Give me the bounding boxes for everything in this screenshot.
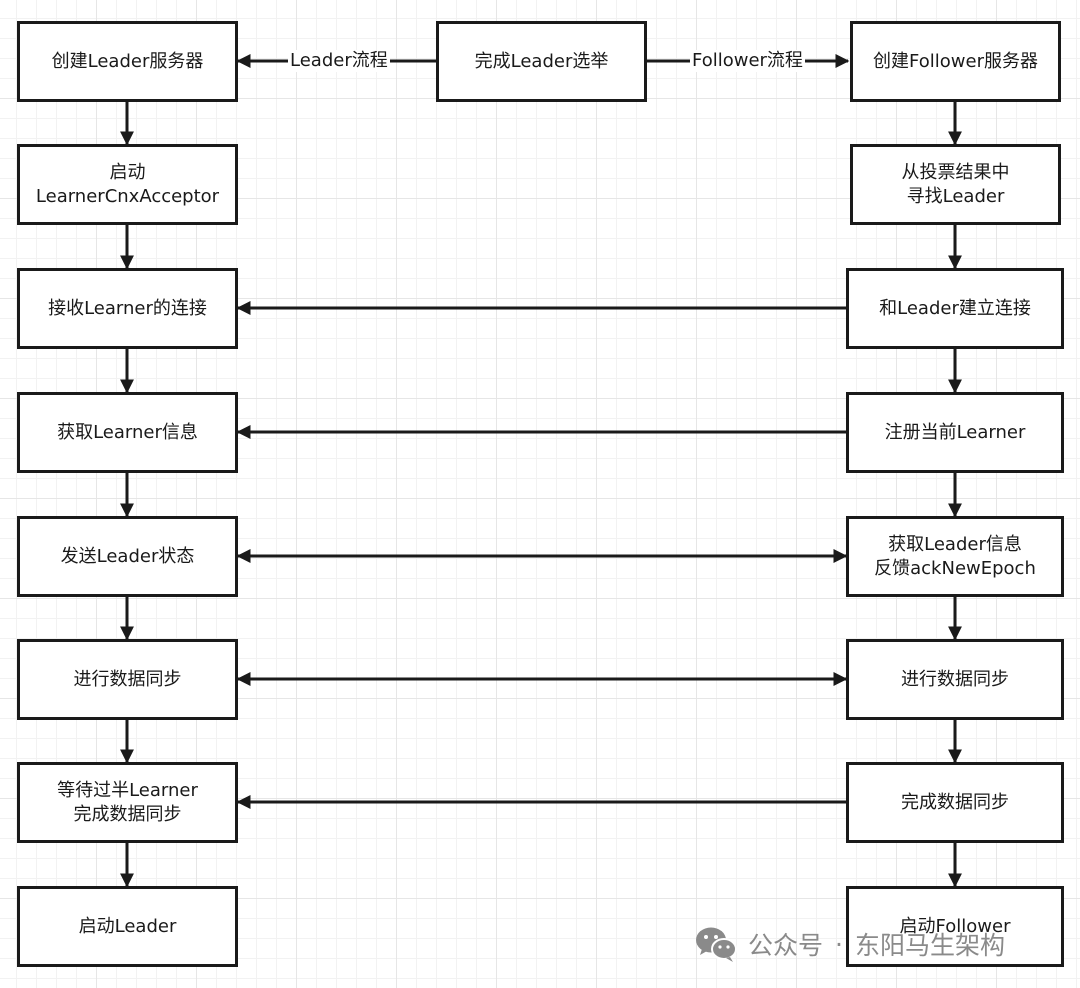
- node-label: 启动 LearnerCnxAcceptor: [35, 161, 220, 207]
- node-accept-learner-connection: 接收Learner的连接: [17, 268, 238, 349]
- wechat-icon: [696, 927, 737, 962]
- node-label: 创建Leader服务器: [51, 50, 204, 72]
- node-label: 启动Leader: [78, 915, 177, 937]
- node-label: 等待过半Learner 完成数据同步: [57, 779, 198, 825]
- node-label: 完成Leader选举: [474, 50, 609, 72]
- node-create-leader: 创建Leader服务器: [17, 21, 238, 102]
- node-leader-data-sync: 进行数据同步: [17, 639, 238, 720]
- node-connect-leader: 和Leader建立连接: [846, 268, 1064, 349]
- node-get-leader-info: 获取Leader信息 反馈ackNewEpoch: [846, 516, 1064, 597]
- watermark: 公众号 · 东阳马生架构: [694, 922, 1005, 966]
- watermark-separator: ·: [835, 929, 843, 959]
- node-sync-complete: 完成数据同步: [846, 762, 1064, 843]
- node-find-leader: 从投票结果中 寻找Leader: [850, 144, 1061, 225]
- node-label: 和Leader建立连接: [879, 297, 1031, 319]
- node-get-learner-info: 获取Learner信息: [17, 392, 238, 473]
- node-complete-election: 完成Leader选举: [436, 21, 647, 102]
- node-wait-quorum-sync: 等待过半Learner 完成数据同步: [17, 762, 238, 843]
- node-label: 接收Learner的连接: [48, 297, 207, 319]
- node-label: 从投票结果中 寻找Leader: [901, 161, 1010, 207]
- node-follower-data-sync: 进行数据同步: [846, 639, 1064, 720]
- node-register-learner: 注册当前Learner: [846, 392, 1064, 473]
- leader-flow-label: Leader流程: [288, 50, 390, 72]
- node-start-follower: 启动Follower: [846, 886, 1064, 967]
- node-label: 进行数据同步: [901, 668, 1009, 690]
- watermark-account-name: 东阳马生架构: [854, 931, 1005, 960]
- node-label: 发送Leader状态: [60, 545, 195, 567]
- node-label: 注册当前Learner: [884, 421, 1026, 443]
- node-label: 完成数据同步: [901, 791, 1009, 813]
- follower-flow-label: Follower流程: [690, 50, 805, 72]
- node-label: 获取Learner信息: [57, 421, 198, 443]
- node-create-follower: 创建Follower服务器: [850, 21, 1061, 102]
- node-start-leader: 启动Leader: [17, 886, 238, 967]
- node-label: 进行数据同步: [73, 668, 182, 690]
- node-send-leader-state: 发送Leader状态: [17, 516, 238, 597]
- node-label: 获取Leader信息 反馈ackNewEpoch: [874, 533, 1036, 579]
- node-label: 创建Follower服务器: [873, 50, 1038, 72]
- watermark-account-type: 公众号: [748, 931, 824, 960]
- node-label: 启动Follower: [899, 915, 1011, 937]
- node-start-acceptor: 启动 LearnerCnxAcceptor: [17, 144, 238, 225]
